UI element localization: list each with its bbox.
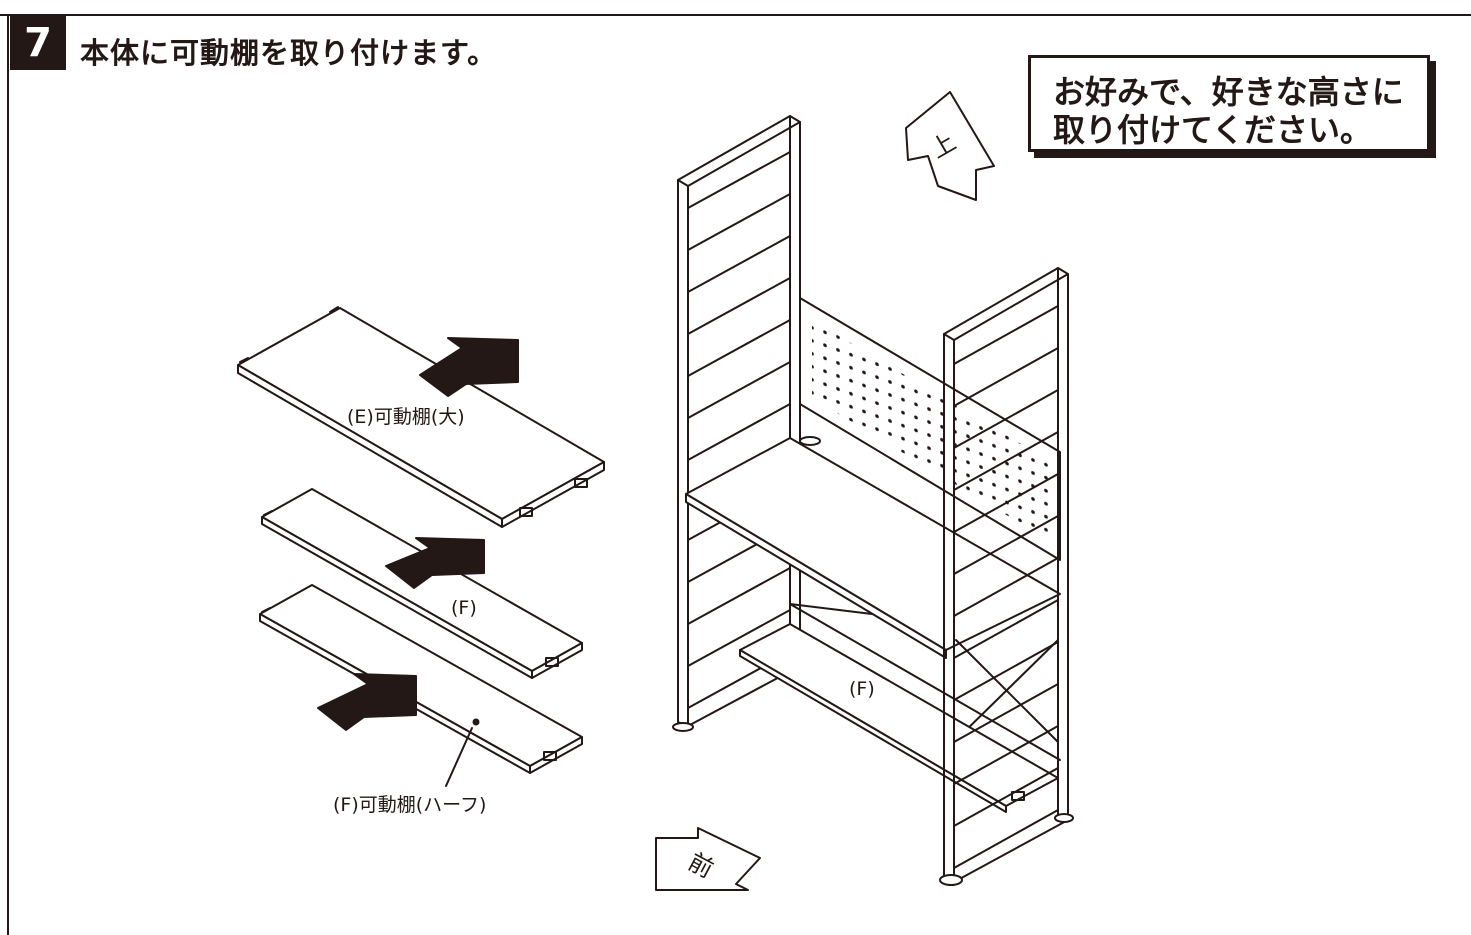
cross-braces xyxy=(789,603,1061,761)
front-arrow-icon xyxy=(655,827,761,891)
push-arrow-1 xyxy=(419,337,519,397)
frame-left-rule xyxy=(7,14,9,935)
note-line-2: 取り付けてください。 xyxy=(1053,111,1373,149)
installed-shelf-f xyxy=(739,623,1059,813)
push-arrow-2 xyxy=(385,537,485,589)
shelf-f-half-label: (F)可動棚(ハーフ) xyxy=(333,794,487,816)
shelf-f-label: (F) xyxy=(451,597,477,619)
note-line-1: お好みで、好きな高さに xyxy=(1053,73,1404,111)
note-box: お好みで、好きな高さに 取り付けてください。 xyxy=(1028,55,1430,152)
perforated-back-panel xyxy=(799,297,1061,561)
shelf-e-label: (E)可動棚(大) xyxy=(347,406,465,428)
installed-shelf-f-label: (F) xyxy=(849,678,875,700)
step-number-badge: 7 xyxy=(10,16,66,70)
left-frame-rungs xyxy=(687,151,791,709)
shelf-e-large xyxy=(237,306,605,528)
frame-top-rule xyxy=(0,14,1471,16)
push-arrow-3 xyxy=(317,673,417,731)
right-frame-rungs xyxy=(953,305,1059,869)
step-title: 本体に可動棚を取り付けます。 xyxy=(80,36,498,70)
right-side-frame xyxy=(939,267,1074,886)
desk-top-shelf xyxy=(685,437,1061,659)
up-arrow-icon xyxy=(905,91,995,201)
push-arrows xyxy=(317,337,519,731)
